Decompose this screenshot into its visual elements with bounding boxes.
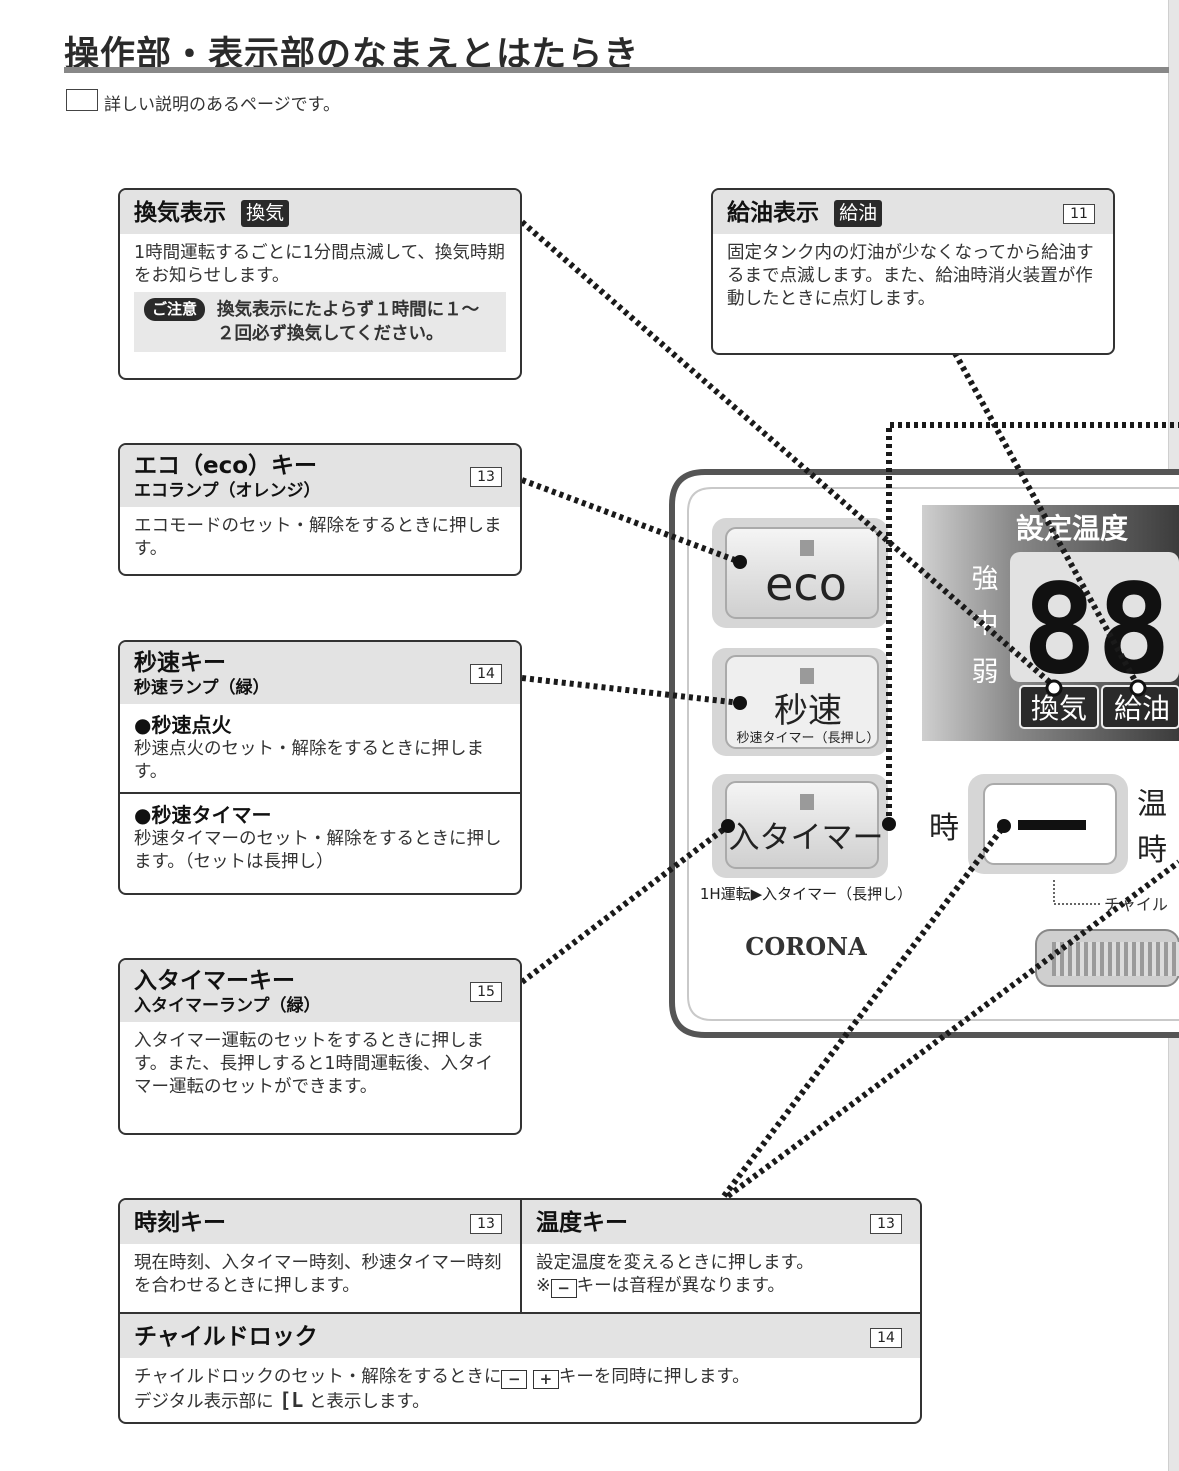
callout-child-title: チャイルドロック	[134, 1324, 318, 1350]
lcd-badge-kanki: 換気	[1031, 692, 1087, 725]
minus-key[interactable]	[968, 774, 1128, 874]
byosoku-timer-body: 秒速タイマーのセット・解除をするときに押します。（セットは長押し）	[134, 829, 502, 872]
callout-kyuyu-badge: 給油	[834, 200, 883, 227]
callout-kanki-badge: 換気	[241, 200, 290, 227]
brand-logo: CORONA	[745, 932, 867, 961]
eco-key-label: eco	[765, 557, 847, 611]
temp-key-side-label: 温	[1137, 787, 1167, 822]
byosoku-ignition-body: 秒速点火のセット・解除をするときに押します。	[134, 739, 484, 782]
byosoku-key[interactable]: 秒速 秒速タイマー（長押し）	[712, 648, 888, 756]
callout-ondo-title: 温度キー	[536, 1210, 628, 1236]
eco-lamp	[800, 540, 814, 556]
callout-eco-title: エコ（eco）キー	[134, 453, 318, 479]
caution-tag: ご注意	[144, 298, 206, 321]
callout-child-lock: チャイルドロック 14 チャイルドロックのセット・解除をするときに− +キーを同…	[120, 1312, 920, 1422]
callout-kanki-title: 換気表示	[134, 200, 226, 226]
callout-kanki-note: ご注意 換気表示にたよらず１時間に１〜２回必ず換気してください。	[134, 292, 506, 352]
cl-symbol: [L	[279, 1388, 304, 1412]
note-mark: ※	[536, 1276, 551, 1296]
child-lock-text: キーを同時に押します。	[558, 1367, 750, 1387]
callout-kanki-body: 1時間運転するごとに1分間点滅して、換気時期をお知らせします。	[134, 243, 505, 286]
callout-kanki: 換気表示 換気 1時間運転するごとに1分間点滅して、換気時期をお知らせします。 …	[118, 188, 522, 380]
iritimer-lamp	[800, 794, 814, 810]
time-key-side-label: 時	[1137, 833, 1167, 868]
callout-jikoku-body: 現在時刻、入タイマー時刻、秒速タイマー時刻を合わせるときに押します。	[134, 1253, 502, 1296]
page-ref: 13	[470, 1214, 502, 1234]
byosoku-key-sublabel: 秒速タイマー（長押し）	[736, 731, 879, 746]
iritimer-key-label: 入タイマー	[729, 820, 884, 856]
page-ref: 13	[470, 467, 502, 487]
callout-iritimer-title: 入タイマーキー	[134, 968, 295, 994]
lcd-badge-kyuyu: 給油	[1114, 692, 1170, 725]
byosoku-timer-title: ●秒速タイマー	[134, 803, 272, 827]
callout-iritimer: 入タイマーキー 入タイマーランプ（緑） 15 入タイマー運転のセットをするときに…	[118, 958, 522, 1135]
child-lock-text: と表示します。	[308, 1392, 430, 1412]
title-underline	[64, 67, 1169, 73]
iritimer-key-sublabel: 1H運転▶入タイマー（長押し）	[700, 885, 912, 903]
byosoku-lamp	[800, 668, 814, 684]
leader-endpoints	[721, 555, 1147, 833]
callout-ondo: 温度キー 13 設定温度を変えるときに押します。 ※−キーは音程が異なります。	[522, 1200, 920, 1312]
byosoku-key-label: 秒速	[774, 691, 842, 731]
callout-iritimer-body: 入タイマー運転のセットをするときに押します。また、長押しすると1時間運転後、入タ…	[134, 1031, 494, 1097]
lcd-title: 設定温度	[1016, 512, 1128, 545]
page-reference-legend-text: 詳しい説明のあるページです。	[104, 95, 340, 115]
minus-key-symbol: −	[501, 1370, 528, 1389]
child-lock-body-line2: デジタル表示部に [L と表示します。	[134, 1389, 906, 1414]
page-ref: 13	[870, 1214, 902, 1234]
page-ref: 15	[470, 982, 502, 1002]
lcd-level-weak: 弱	[972, 657, 999, 688]
time-key-label: 時	[929, 811, 959, 846]
callout-jikoku: 時刻キー 13 現在時刻、入タイマー時刻、秒速タイマー時刻を合わせるときに押しま…	[120, 1200, 522, 1312]
note-text: キーは音程が異なります。	[576, 1276, 785, 1296]
page-ref: 11	[1063, 204, 1095, 224]
lcd-display: 設定温度 強 中 弱 88: 換気 給油	[922, 505, 1179, 741]
child-lock-text: チャイルドロックのセット・解除をするときに	[134, 1367, 502, 1387]
iritimer-key[interactable]: 入タイマー	[712, 774, 888, 878]
page-ref: 14	[470, 664, 502, 684]
callout-eco: エコ（eco）キー エコランプ（オレンジ） 13 エコモードのセット・解除をする…	[118, 443, 522, 576]
caution-text: 換気表示にたよらず１時間に１〜２回必ず換気してください。	[217, 300, 480, 344]
minus-key-symbol: −	[550, 1279, 577, 1298]
lcd-digits: 88:	[1022, 558, 1179, 702]
callout-byosoku: 秒速キー 秒速ランプ（緑） 14 ●秒速点火 秒速点火のセット・解除をするときに…	[118, 640, 522, 895]
callout-ondo-body: 設定温度を変えるときに押します。	[536, 1253, 814, 1273]
byosoku-ignition-title: ●秒速点火	[134, 713, 232, 737]
callout-byosoku-subtitle: 秒速ランプ（緑）	[134, 678, 270, 698]
leader-lines	[520, 219, 1179, 1199]
callout-eco-body: エコモードのセット・解除をするときに押します。	[134, 516, 502, 559]
eco-key[interactable]: eco	[712, 518, 888, 628]
callout-kyuyu: 給油表示 給油 11 固定タンク内の灯油が少なくなってから給油するまで点滅します…	[711, 188, 1115, 355]
page-ref: 14	[870, 1328, 902, 1348]
child-lock-hint: チャイル	[1104, 895, 1168, 914]
child-lock-text: デジタル表示部に	[134, 1392, 274, 1412]
callout-kyuyu-title: 給油表示	[727, 200, 819, 226]
callout-kyuyu-body: 固定タンク内の灯油が少なくなってから給油するまで点滅します。また、給油時消火装置…	[727, 243, 1094, 309]
callout-bottom: 時刻キー 13 現在時刻、入タイマー時刻、秒速タイマー時刻を合わせるときに押しま…	[118, 1198, 922, 1424]
callout-eco-subtitle: エコランプ（オレンジ）	[134, 481, 321, 501]
callout-ondo-note: ※−キーは音程が異なります。	[536, 1275, 906, 1298]
callout-iritimer-subtitle: 入タイマーランプ（緑）	[134, 996, 321, 1016]
page-reference-legend-box	[66, 89, 98, 111]
plus-key-symbol: +	[532, 1370, 559, 1389]
child-lock-body-line1: チャイルドロックのセット・解除をするときに− +キーを同時に押します。	[134, 1366, 906, 1389]
callout-jikoku-title: 時刻キー	[134, 1210, 226, 1236]
lcd-level-strong: 強	[972, 564, 999, 595]
callout-byosoku-title: 秒速キー	[134, 650, 226, 676]
